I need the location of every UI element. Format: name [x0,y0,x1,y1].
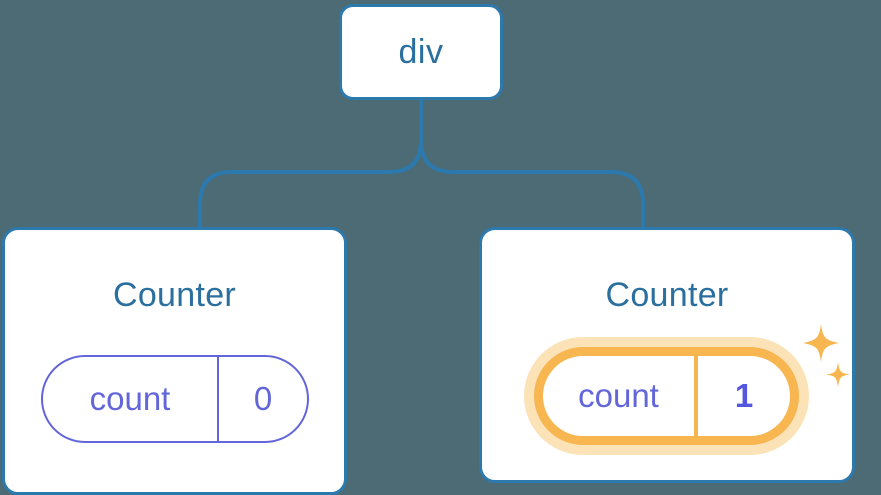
connector-left [198,98,423,231]
state-pill-left-value: 0 [253,380,273,417]
state-pill-left-key: count [43,357,219,441]
connector-right [419,98,645,231]
state-pill-right[interactable]: count 1 [524,337,809,455]
state-pill-left-body: count 0 [41,355,309,443]
node-div-label: div [398,32,444,71]
node-div[interactable]: div [339,4,503,100]
state-pill-right-glow: count 1 [524,337,809,455]
state-pill-right-body: count 1 [534,347,799,445]
card-counter-left-title: Counter [112,276,237,314]
card-counter-right-title: Counter [605,276,729,314]
state-pill-left[interactable]: count 0 [41,355,309,443]
state-pill-right-key: count [543,356,698,436]
state-pill-right-value: 1 [734,377,754,414]
